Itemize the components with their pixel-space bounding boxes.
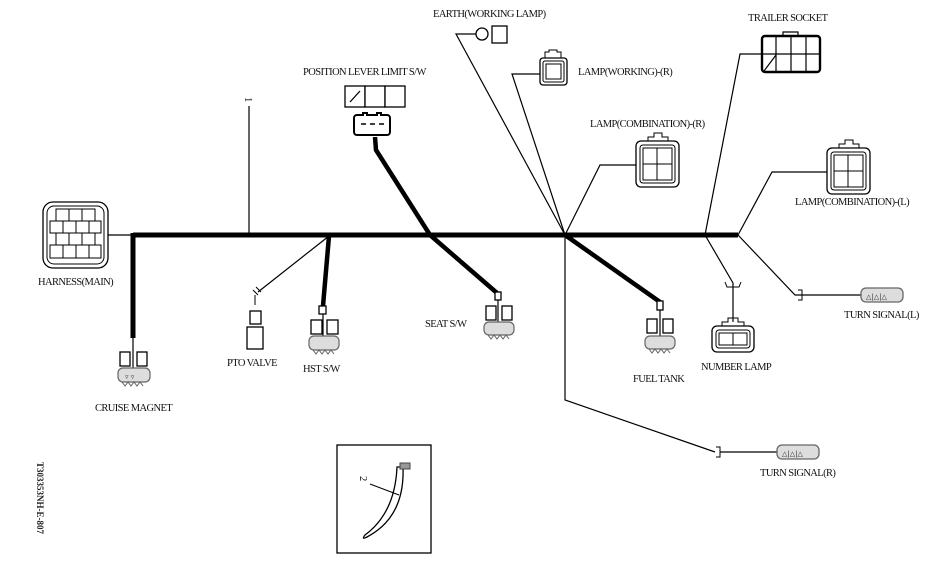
harness-main-label: HARNESS(MAIN) — [38, 277, 114, 288]
trailer-socket-label: TRAILER SOCKET — [748, 13, 829, 24]
hst-sw-connector[interactable]: HST S/W — [303, 305, 341, 375]
right-junction-branches — [704, 53, 865, 322]
main-harness-trunk — [108, 232, 738, 338]
svg-text:▿ ▿: ▿ ▿ — [125, 373, 135, 381]
pto-valve-connector[interactable]: PTO VALVE — [227, 286, 278, 369]
harness-main-connector[interactable]: HARNESS(MAIN) — [38, 201, 115, 288]
lamp-working-r-connector[interactable]: LAMP(WORKING)-(R) — [539, 49, 674, 86]
callout-1: 1 — [242, 97, 253, 233]
seat-sw-wire — [372, 136, 499, 295]
turn-signal-l-connector[interactable]: △|△|△ TURN SIGNAL(L) — [798, 287, 920, 321]
number-lamp-label: NUMBER LAMP — [701, 362, 772, 373]
lamp-combination-r-label: LAMP(COMBINATION)-(R) — [590, 119, 706, 130]
cruise-magnet-connector[interactable]: ▿ ▿ CRUISE MAGNET — [95, 338, 174, 414]
svg-text:△|△|△: △|△|△ — [782, 450, 803, 458]
number-lamp-connector[interactable]: NUMBER LAMP — [701, 281, 772, 373]
callout-2-number: 2 — [357, 476, 368, 481]
seat-sw-connector[interactable]: SEAT S/W — [425, 291, 515, 340]
earth-working-lamp-terminal[interactable]: EARTH(WORKING LAMP) — [433, 9, 547, 44]
fuel-tank-connector[interactable]: FUEL TANK — [633, 300, 686, 385]
drawing-code: T303353NH-E-807 — [35, 462, 45, 535]
fuel-tank-label: FUEL TANK — [633, 374, 685, 385]
turn-signal-r-connector[interactable]: △|△|△ TURN SIGNAL(R) — [716, 444, 837, 479]
pto-valve-wire — [257, 235, 330, 293]
seat-sw-label: SEAT S/W — [425, 319, 467, 330]
lamp-combination-l-connector[interactable]: LAMP(COMBINATION)-(L) — [795, 139, 911, 208]
position-lever-limit-sw-label: POSITION LEVER LIMIT S/W — [303, 67, 426, 78]
callout-1-number: 1 — [242, 97, 253, 102]
sealed-connector-icon — [483, 321, 515, 336]
position-lever-limit-sw-connector[interactable]: POSITION LEVER LIMIT S/W — [303, 67, 427, 136]
hst-sw-label: HST S/W — [303, 364, 340, 375]
lamp-combination-r-connector[interactable]: LAMP(COMBINATION)-(R) — [590, 119, 706, 188]
sealed-connector-icon — [308, 335, 340, 351]
pto-valve-label: PTO VALVE — [227, 358, 277, 369]
lamp-working-r-label: LAMP(WORKING)-(R) — [578, 67, 673, 78]
part-2-inset: 2 — [336, 444, 432, 554]
svg-text:△|△|△: △|△|△ — [866, 293, 887, 301]
sealed-connector-icon — [644, 335, 676, 350]
earth-working-lamp-label: EARTH(WORKING LAMP) — [433, 9, 547, 20]
turn-signal-l-label: TURN SIGNAL(L) — [844, 310, 920, 321]
cruise-magnet-label: CRUISE MAGNET — [95, 403, 173, 414]
cable-tie-icon — [362, 466, 404, 539]
trailer-socket-connector[interactable]: TRAILER SOCKET — [748, 13, 829, 74]
lamp-combination-l-label: LAMP(COMBINATION)-(L) — [795, 197, 910, 208]
hst-sw-wire — [320, 235, 332, 307]
turn-signal-r-label: TURN SIGNAL(R) — [760, 468, 836, 479]
sealed-connector-icon: ▿ ▿ — [117, 367, 151, 387]
junction-branches — [454, 33, 716, 453]
